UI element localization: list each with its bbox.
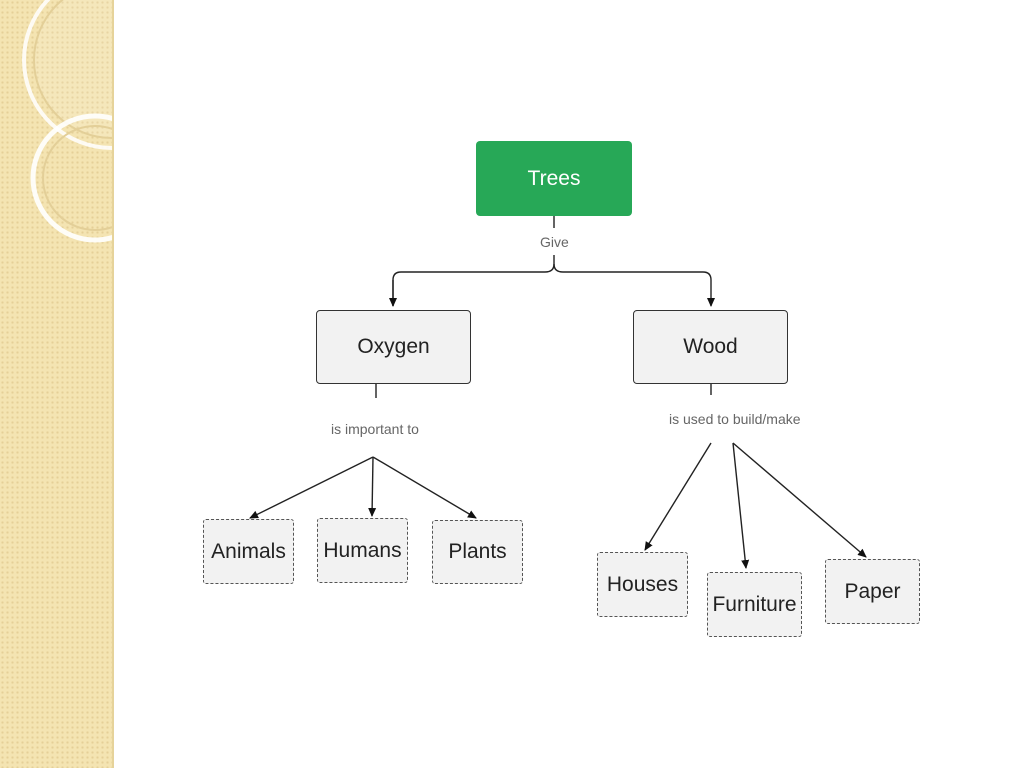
node-plants-label: Plants [448, 540, 507, 563]
link-label-is-used-to-build-make: is used to build/make [669, 411, 801, 427]
arrow-to-humans [368, 456, 377, 517]
arrow-to-furniture [732, 442, 750, 569]
node-furniture: Furniture [707, 572, 802, 637]
arrow-to-plants [372, 456, 477, 519]
node-animals: Animals [203, 519, 294, 584]
node-plants: Plants [432, 520, 523, 584]
node-paper-label: Paper [844, 579, 901, 603]
link-label-is-important-to: is important to [331, 421, 419, 437]
node-oxygen-label: Oxygen [357, 335, 430, 358]
node-humans: Humans [317, 518, 408, 583]
decorative-rings-icon [22, 0, 112, 243]
node-oxygen: Oxygen [316, 310, 471, 384]
decorative-sidebar [0, 0, 114, 768]
arrow-to-animals [249, 456, 374, 519]
node-animals-label: Animals [211, 539, 286, 563]
arrow-to-paper [732, 442, 867, 558]
node-houses: Houses [597, 552, 688, 617]
node-paper: Paper [825, 559, 920, 624]
give-brace [392, 263, 715, 307]
node-humans-label: Humans [323, 538, 402, 562]
node-furniture-label: Furniture [712, 592, 797, 616]
node-wood-label: Wood [683, 335, 738, 358]
link-label-give: Give [540, 234, 569, 250]
node-trees: Trees [476, 141, 632, 216]
arrow-to-houses [644, 442, 712, 551]
node-wood: Wood [633, 310, 788, 384]
node-trees-label: Trees [527, 166, 581, 190]
node-houses-label: Houses [606, 572, 679, 596]
